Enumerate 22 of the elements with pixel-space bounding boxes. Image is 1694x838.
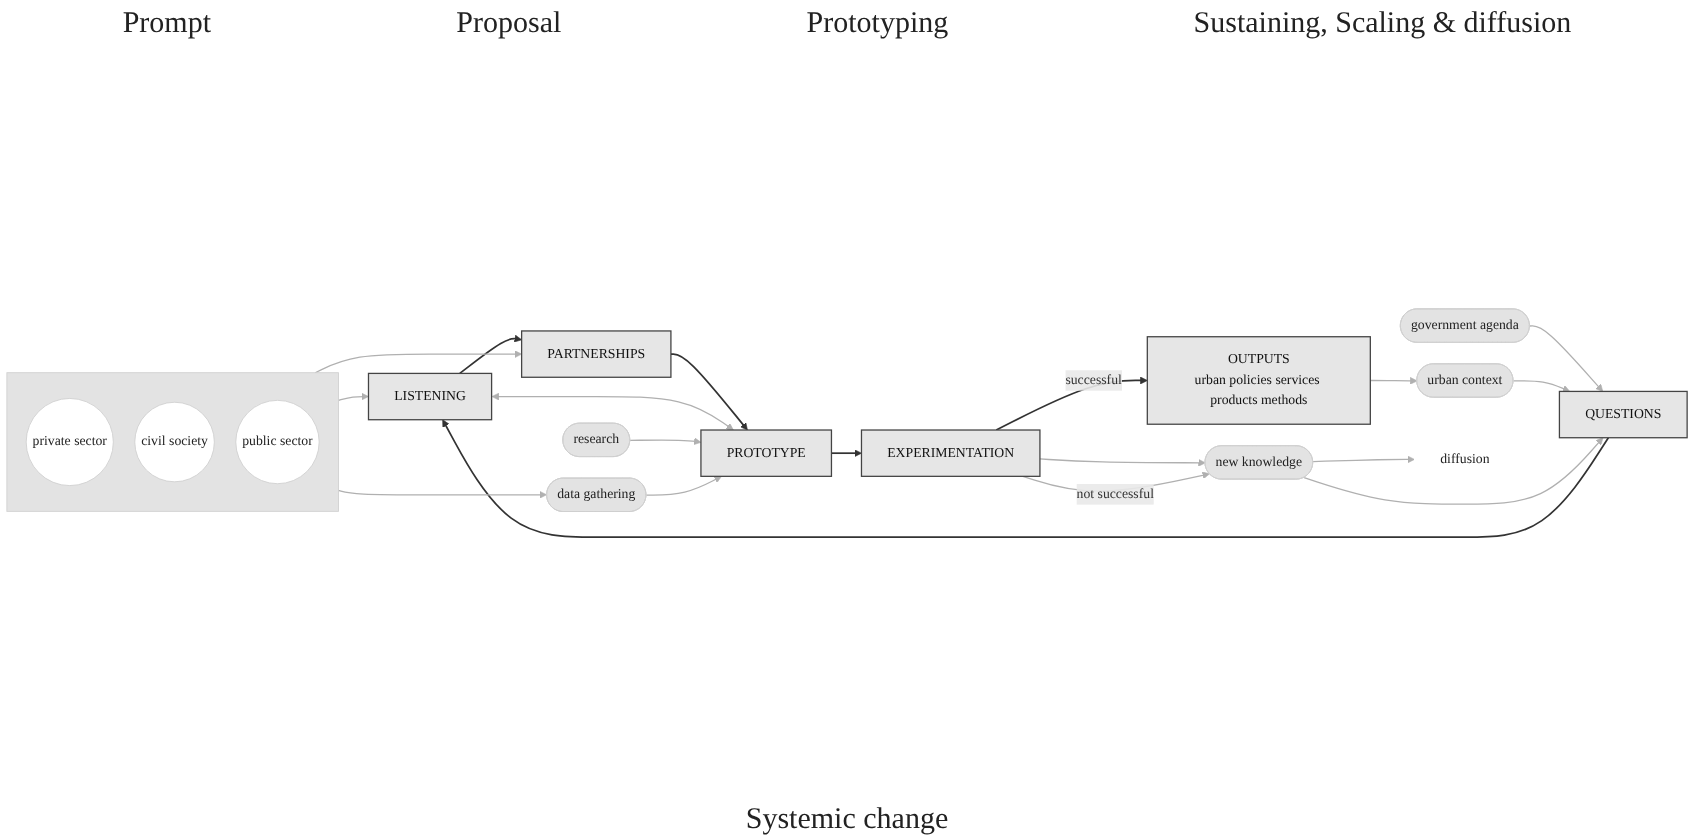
arrow [337, 392, 369, 401]
arrow [1303, 437, 1604, 505]
arrow [1369, 377, 1418, 385]
phase-heading: Proposal [456, 8, 562, 42]
arrow [458, 334, 522, 375]
arrow [670, 353, 748, 431]
bottom-caption: Systemic change [745, 804, 949, 836]
arrow [337, 489, 547, 499]
phase-heading: Prototyping [806, 8, 949, 42]
arrow [314, 350, 522, 374]
arrow [629, 437, 702, 445]
phase-heading: Sustaining, Scaling & diffusion [1193, 8, 1572, 42]
arrow [1039, 458, 1206, 467]
arrow [1512, 380, 1571, 393]
arrow [491, 392, 734, 431]
arrow [645, 475, 722, 496]
arrow [1312, 455, 1415, 464]
cluster [6, 372, 339, 512]
arrow [830, 449, 862, 457]
arrow [1529, 325, 1604, 392]
phase-heading: Prompt [122, 8, 211, 42]
arrow [442, 419, 1610, 539]
